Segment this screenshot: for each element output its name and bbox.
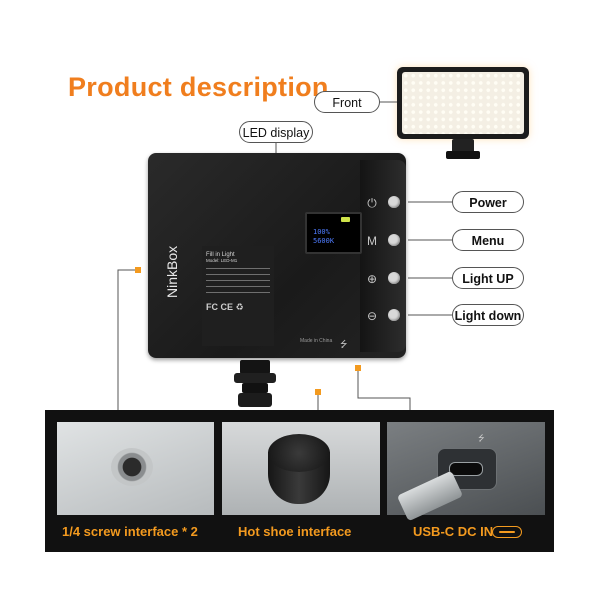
dot-usbc (355, 365, 361, 371)
power-icon: ⏻ (367, 196, 377, 210)
battery-icon (341, 217, 350, 222)
menu-icon: M (367, 234, 377, 248)
light-down-button[interactable] (388, 309, 400, 321)
hot-shoe-mount-neck (242, 383, 268, 393)
usbc-port-icon-inner (499, 531, 515, 533)
brand-logo: NinkBox (164, 245, 180, 298)
callout-power: Power (452, 191, 524, 213)
oled-display (305, 212, 362, 254)
hot-shoe-mount-ring (234, 373, 276, 383)
callout-light-up: Light UP (452, 267, 524, 289)
front-mount-knob (446, 151, 480, 159)
oled-brightness: 100% (313, 228, 330, 236)
caption-hotshoe: Hot shoe interface (238, 524, 352, 539)
usbc-port-icon (492, 526, 522, 538)
usbc-port (449, 462, 483, 476)
dot-hotshoe (315, 389, 321, 395)
plus-icon: ⊕ (366, 272, 378, 286)
callout-front: Front (314, 91, 380, 113)
hotshoe-knob-top (268, 434, 330, 472)
minus-icon: ⊖ (366, 309, 378, 323)
certification-icons: FC CE ♻ (206, 302, 244, 312)
dot-screw (135, 267, 141, 273)
line-screw (117, 269, 138, 422)
menu-button[interactable] (388, 234, 400, 246)
spec-sticker: Fill in Light Model: LED-M1 FC CE ♻ (202, 246, 274, 346)
callout-menu: Menu (452, 229, 524, 251)
screw-hole (111, 448, 153, 486)
caption-screw: 1/4 screw interface * 2 (62, 524, 198, 539)
caption-usbc: USB-C DC IN (413, 524, 494, 539)
front-led-panel (397, 67, 529, 139)
usb-icon: ⭍ (340, 339, 348, 349)
page-title: Product description (68, 72, 329, 102)
oled-text: 100% 5600K (313, 228, 334, 246)
device-side (360, 160, 406, 352)
usb-symbol-icon: ⭍ (478, 434, 485, 443)
made-in-label: Made in China (300, 338, 333, 344)
sticker-title: Fill in Light (206, 252, 235, 258)
sticker-model: Model: LED-M1 (206, 258, 238, 263)
callout-led-display: LED display (239, 121, 313, 143)
sticker-spec-lines (206, 268, 270, 296)
hot-shoe-mount-top (240, 360, 270, 374)
oled-temperature: 5600K (313, 237, 335, 245)
led-grid (402, 72, 524, 134)
callout-light-down: Light down (452, 304, 524, 326)
hot-shoe-mount-base (238, 393, 272, 407)
light-up-button[interactable] (388, 272, 400, 284)
power-button[interactable] (388, 196, 400, 208)
